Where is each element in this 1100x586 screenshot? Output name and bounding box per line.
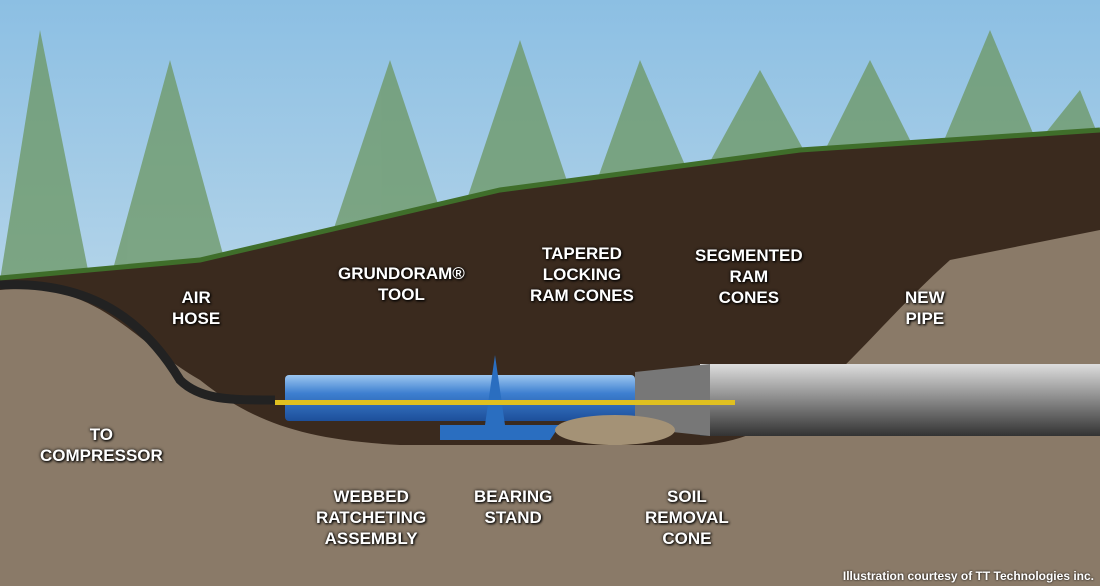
air-hose xyxy=(0,280,276,405)
bearing-stand xyxy=(440,425,560,440)
grundoram-tool xyxy=(285,375,635,421)
label-grundoram-tool: GRUNDORAM®TOOL xyxy=(338,264,465,304)
soil-plug xyxy=(555,415,675,445)
rod xyxy=(275,400,735,405)
grass-line xyxy=(0,127,1100,281)
new-pipe xyxy=(700,364,1100,436)
credit: Illustration courtesy of TT Technologies… xyxy=(842,569,1094,583)
soil-lower xyxy=(0,230,1100,586)
trees xyxy=(0,30,1100,280)
